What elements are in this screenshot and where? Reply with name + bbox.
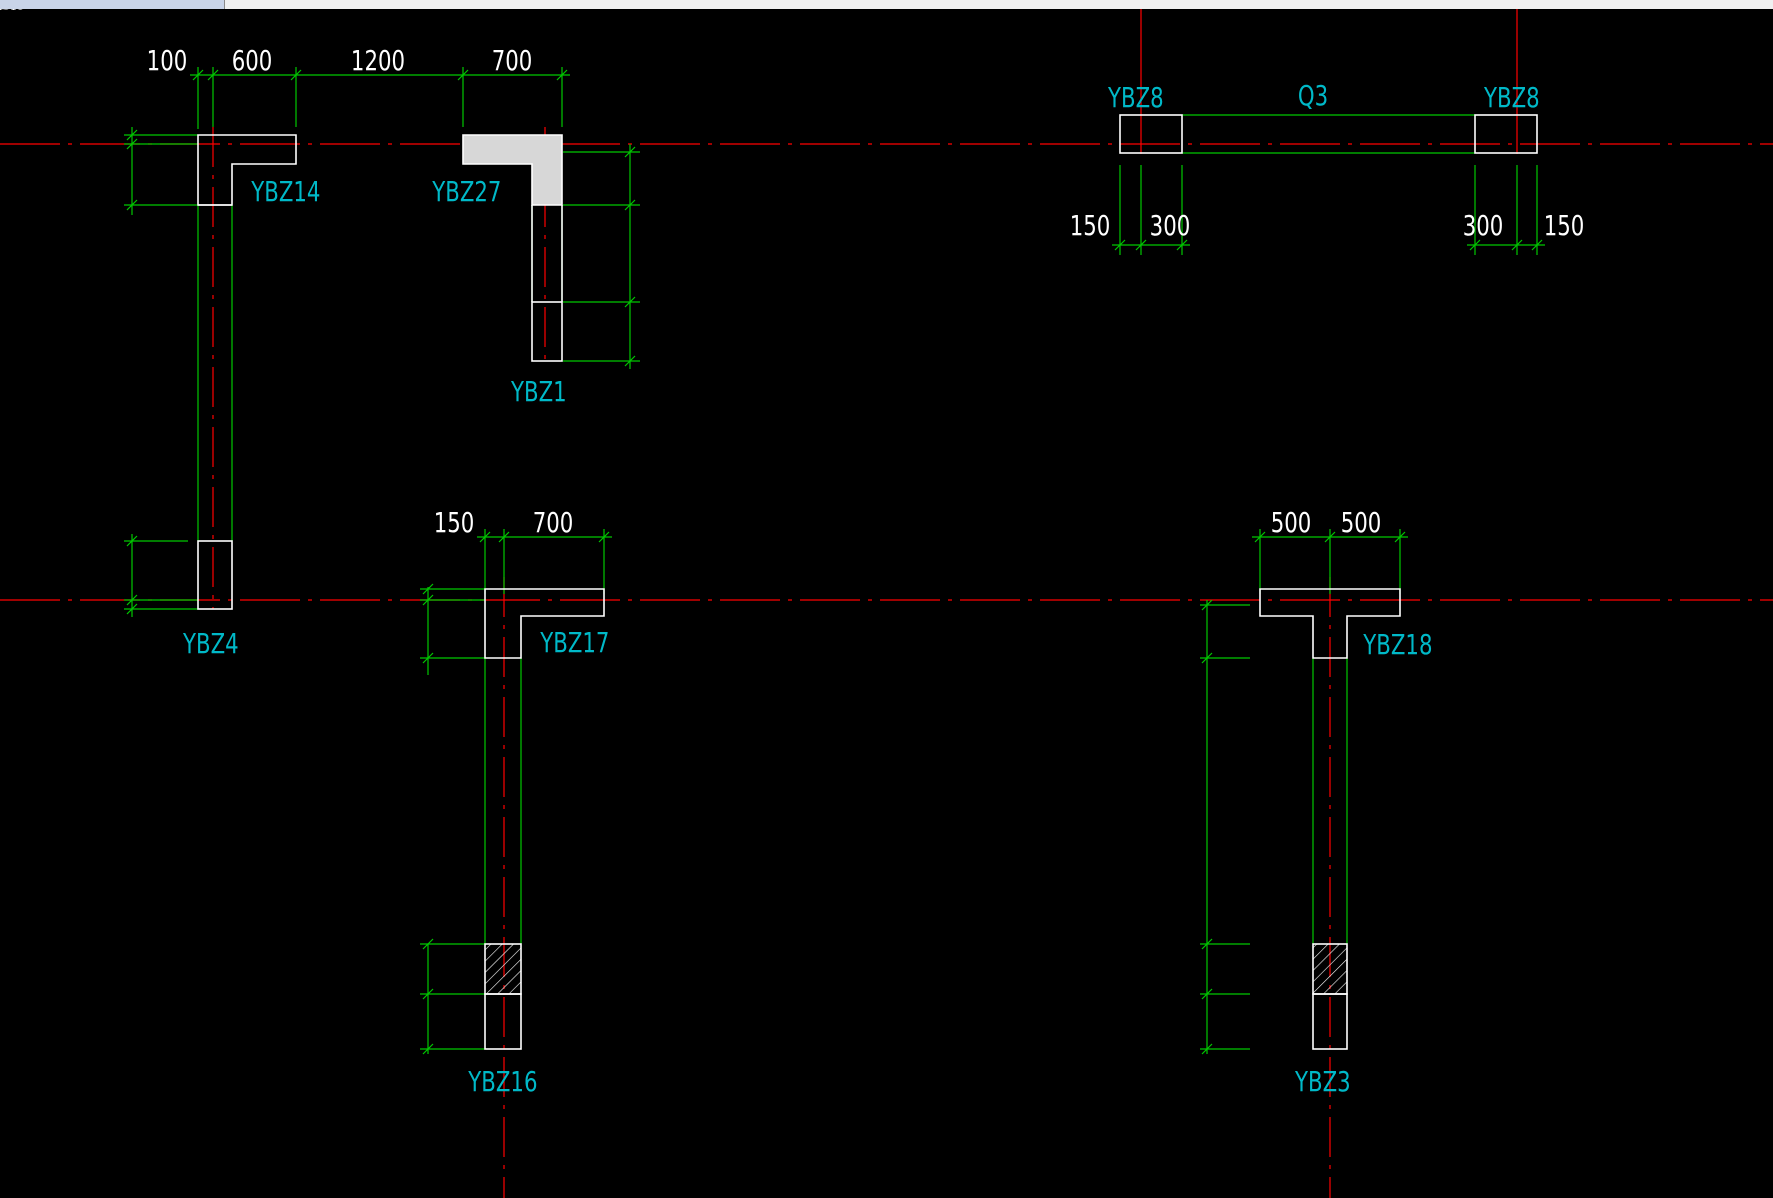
dim-ybz27-400-top: 400	[0, 9, 20, 16]
label-ybz27: YBZ27	[431, 175, 501, 208]
axis-lines	[0, 9, 1773, 1198]
label-ybz16: YBZ16	[467, 1065, 537, 1098]
ybz8-left-outline	[1119, 114, 1183, 154]
label-ybz8-left: YBZ8	[1107, 81, 1164, 114]
active-tab[interactable]	[0, 0, 225, 9]
ybz16-hatch	[484, 943, 522, 995]
dim-left-450-top: 450	[0, 9, 20, 16]
dim-ybz8-right-150: 150	[1544, 209, 1585, 242]
label-ybz4: YBZ4	[182, 627, 239, 660]
ybz16-outline	[484, 993, 522, 1050]
dim-ybz17-700: 700	[533, 506, 574, 539]
dim-ybz17-100: 100	[0, 9, 20, 16]
ybz4-outline	[197, 540, 233, 610]
dim-ybz16-400: 400	[0, 9, 20, 16]
window-top-bar	[0, 0, 1773, 9]
column-labels: YBZ14 YBZ27 YBZ1 YBZ4 YBZ8 Q3 YBZ8 YBZ17…	[182, 79, 1540, 1098]
dimension-texts: 100 600 1200 700 100 450 450 100 400 750…	[0, 9, 1584, 539]
column-outlines	[197, 114, 1538, 1050]
ybz1-outline	[531, 301, 563, 362]
dim-ybz18-500-left: 500	[1271, 506, 1312, 539]
ybz8-right-outline	[1474, 114, 1538, 154]
ybz17-outline	[484, 588, 605, 659]
label-ybz18: YBZ18	[1362, 628, 1432, 661]
dim-top-700: 700	[492, 44, 533, 77]
dim-ybz8-right-300: 300	[1463, 209, 1504, 242]
dim-ybz18-400-bottom: 400	[0, 9, 20, 16]
dim-ybz18-350: 350	[0, 9, 20, 16]
dim-left-450-bottom: 450	[0, 9, 20, 16]
dim-ybz8-left-150: 150	[1070, 209, 1111, 242]
dim-ybz27-400-bottom: 400	[0, 9, 20, 16]
ybz3-hatch	[1312, 943, 1348, 995]
label-ybz8-right: YBZ8	[1483, 81, 1540, 114]
dim-left-100-top: 100	[0, 9, 20, 16]
label-ybz3: YBZ3	[1294, 1065, 1351, 1098]
dim-ybz18-2050: 2050	[0, 9, 27, 16]
cad-canvas[interactable]: 100 600 1200 700 100 450 450 100 400 750…	[0, 9, 1773, 1198]
label-ybz14: YBZ14	[250, 175, 320, 208]
label-ybz1: YBZ1	[510, 375, 567, 408]
dim-ybz18-400-top: 400	[0, 9, 20, 16]
dim-top-600: 600	[232, 44, 273, 77]
dim-ybz16-350: 350	[0, 9, 20, 16]
dim-ybz27-750: 750	[0, 9, 20, 16]
dim-ybz18-500-right: 500	[1341, 506, 1382, 539]
ybz18-outline	[1259, 588, 1401, 659]
ybz3-outline	[1312, 993, 1348, 1050]
dim-ybz17-400: 400	[0, 9, 20, 16]
dim-left-100-bottom: 100	[0, 9, 20, 16]
dim-ybz8-left-300: 300	[1150, 209, 1191, 242]
dim-ybz17-150: 150	[434, 506, 475, 539]
label-ybz17: YBZ17	[539, 626, 609, 659]
dim-top-1200: 1200	[351, 44, 405, 77]
label-q3: Q3	[1298, 79, 1328, 112]
dim-top-100: 100	[147, 44, 188, 77]
dimension-lines	[124, 67, 1545, 1055]
